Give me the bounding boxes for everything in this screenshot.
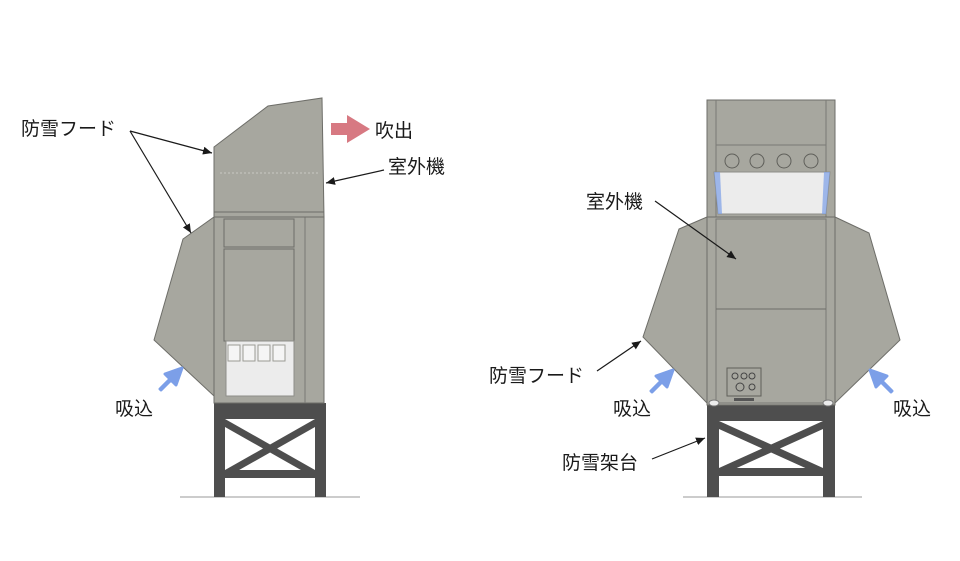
right-intake-arrow-left bbox=[649, 368, 675, 394]
snow-stand-right bbox=[707, 405, 835, 497]
label-snow-stand: 防雪架台 bbox=[562, 452, 638, 474]
snow-stand-left bbox=[214, 403, 326, 497]
exhaust-arrow bbox=[331, 115, 370, 143]
label-right-intake-right: 吸込 bbox=[893, 398, 931, 420]
right-outdoor-unit-body bbox=[706, 216, 836, 406]
left-side-view bbox=[129, 97, 385, 498]
right-view-left-hood bbox=[642, 216, 708, 405]
label-right-outdoor-unit: 室外機 bbox=[586, 191, 643, 213]
right-front-view bbox=[596, 99, 901, 498]
left-intake-hood bbox=[153, 216, 215, 398]
left-exhaust-hood bbox=[213, 97, 325, 218]
right-intake-arrow-right bbox=[868, 368, 894, 394]
service-panel bbox=[726, 367, 762, 401]
label-left-intake: 吸込 bbox=[115, 398, 153, 420]
left-intake-arrow bbox=[158, 366, 184, 392]
label-right-intake-left: 吸込 bbox=[613, 398, 651, 420]
label-left-outdoor-unit: 室外機 bbox=[388, 156, 445, 178]
label-right-hood: 防雪フード bbox=[489, 365, 584, 387]
label-left-hood: 防雪フード bbox=[21, 118, 116, 140]
right-view-right-hood bbox=[834, 216, 901, 405]
label-exhaust: 吹出 bbox=[375, 120, 413, 142]
